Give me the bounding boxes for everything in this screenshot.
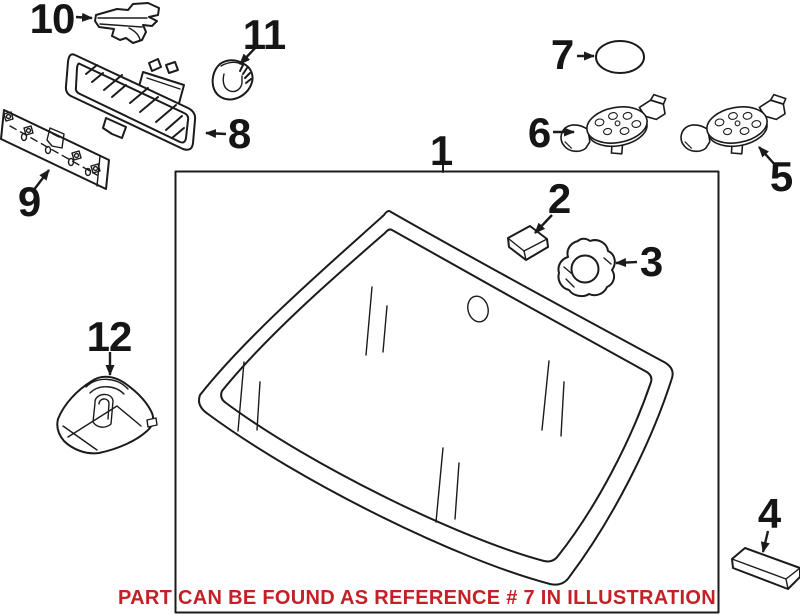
part-8-rear-view-mirror [64,53,197,151]
callout-arrow-5 [758,146,777,167]
mirror-glass-reflections [85,64,185,139]
part-11-base-cover [211,59,254,101]
callout-1: 1 [429,127,453,174]
part-7-gasket [595,40,645,74]
callout-arrow-11 [239,44,259,65]
callout-arrow-8 [205,129,227,138]
callout-4: 4 [757,490,781,537]
callout-10: 10 [29,0,76,42]
callout-6: 6 [527,109,551,156]
windshield-box [174,164,720,614]
callout-arrows [32,12,777,553]
callout-8: 8 [227,110,251,157]
part-12-mount-cover [56,375,158,455]
callout-9: 9 [17,178,41,225]
callout-5: 5 [769,153,793,200]
callout-11: 11 [242,11,286,58]
reference-notice: PART CAN BE FOUND AS REFERENCE # 7 IN IL… [118,587,716,609]
callout-arrow-3 [615,258,638,268]
plate-clips [3,111,101,177]
callout-arrow-2 [534,214,553,234]
part-10-bracket [94,2,160,44]
callout-arrow-10 [75,12,93,22]
callout-2: 2 [547,175,571,222]
callout-arrow-9 [32,169,50,192]
part-3-bracket [557,237,616,298]
part-5-rain-sensor [680,93,787,155]
part-6-rain-sensor [560,93,667,155]
callout-3: 3 [639,238,663,285]
callout-7: 7 [550,31,574,78]
callout-12: 12 [86,313,133,360]
part-4-spacer [731,547,800,590]
windshield-glass [198,210,674,586]
part-2-spacer [507,225,549,261]
callout-arrow-4 [760,530,770,553]
glass-reflection-marks [237,286,565,523]
part-9-sensor-plate [0,109,110,190]
sensor-window-mark [467,295,489,323]
